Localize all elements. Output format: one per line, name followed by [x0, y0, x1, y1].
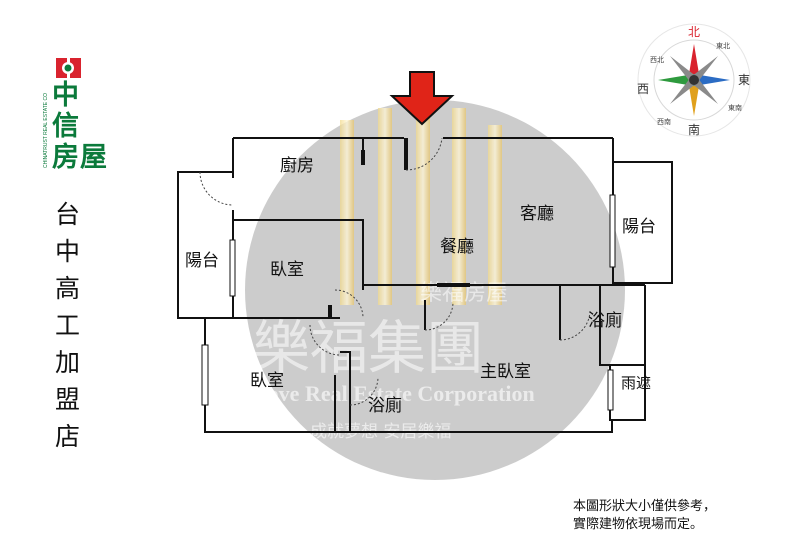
wall-stubs	[328, 138, 470, 318]
label-bathroom-1: 浴廁	[588, 310, 622, 331]
label-dining-room: 餐廳	[440, 237, 474, 257]
label-living-room: 客廳	[520, 204, 554, 224]
watermark-english: Love Real Estate Corporation	[253, 381, 535, 406]
label-balcony-west: 陽台	[185, 251, 219, 271]
svg-text:高: 高	[55, 274, 80, 303]
label-master-bedroom: 主臥室	[480, 362, 531, 382]
label-bathroom-2: 浴廁	[368, 395, 402, 416]
compass-southeast: 東南	[728, 103, 742, 112]
label-bedroom-2: 臥室	[250, 371, 284, 391]
compass-southwest: 西南	[657, 117, 671, 126]
compass-rose-icon	[658, 44, 730, 116]
compass-north: 北	[688, 25, 700, 39]
brand-char-4: 屋	[80, 142, 107, 173]
entrance-arrow	[389, 71, 455, 126]
windows	[201, 194, 616, 411]
compass-east: 東	[738, 73, 750, 87]
disclaimer-line-1: 本圖形狀大小僅供參考，	[573, 499, 716, 514]
door-swings	[199, 137, 591, 406]
compass-northwest: 西北	[650, 56, 664, 64]
brand-logo: CHINATRUST REAL ESTATE CO	[43, 58, 81, 168]
svg-text:台: 台	[55, 200, 80, 229]
brand-char-2: 信	[52, 111, 79, 142]
compass-northeast: 東北	[716, 41, 730, 50]
label-kitchen: 廚房	[280, 155, 314, 176]
disclaimer-line-2: 實際建物依現場而定。	[573, 516, 703, 532]
brand-char-3: 房	[52, 142, 79, 173]
svg-text:盟: 盟	[55, 385, 80, 414]
svg-text:加: 加	[55, 348, 80, 377]
svg-text:工: 工	[55, 311, 80, 340]
svg-text:店: 店	[55, 422, 80, 451]
watermark-buildings	[340, 108, 502, 305]
brand-english: CHINATRUST REAL ESTATE CO	[43, 93, 49, 168]
compass-west: 西	[637, 82, 649, 96]
room-labels: 廚房 客廳 餐廳 陽台 陽台 臥室 臥室 主臥室 浴廁 浴廁 雨遮	[185, 155, 656, 416]
label-bedroom-1: 臥室	[270, 260, 304, 280]
label-rain-shelter: 雨遮	[621, 374, 651, 392]
brand-char-1: 中	[52, 80, 79, 111]
label-balcony-east: 陽台	[622, 217, 656, 237]
store-name: 台 中 高 工 加 盟 店	[55, 200, 80, 451]
compass: 北 南 東 西 東北 西北 東南 西南	[637, 23, 751, 137]
svg-text:中: 中	[55, 237, 80, 266]
watermark-title: 樂福集團	[252, 314, 484, 382]
compass-south: 南	[688, 122, 700, 137]
watermark: 樂福房屋 樂福集團 Love Real Estate Corporation 成…	[245, 100, 625, 480]
